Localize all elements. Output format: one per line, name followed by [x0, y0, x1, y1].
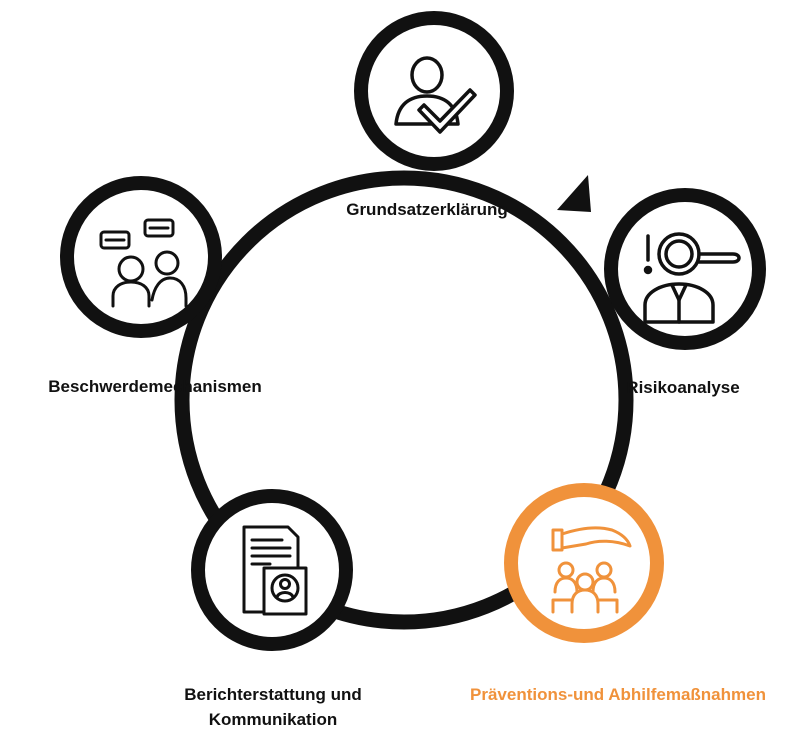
node-grundsatzerklaerung	[354, 11, 514, 171]
people-talking-icon	[99, 218, 188, 308]
label-grundsatzerklaerung: Grundsatzerklärung	[346, 200, 508, 219]
label-risikoanalyse: Risikoanalyse	[626, 378, 740, 397]
node-beschwerdemechanismen	[60, 176, 222, 338]
label-beschwerdemechanismen: Beschwerdemechanismen	[48, 377, 262, 396]
label-berichterstattung-line2: Kommunikation	[208, 710, 338, 729]
node-berichterstattung	[191, 489, 353, 651]
label-praevention: Präventions-und Abhilfemaßnahmen	[470, 685, 766, 704]
protecting-hand-group-icon	[551, 526, 632, 614]
person-checkmark-icon	[394, 56, 477, 134]
label-berichterstattung-line1: Berichterstattung und	[184, 685, 362, 704]
cycle-ring	[174, 170, 634, 630]
magnifier-person-icon	[643, 232, 741, 324]
report-document-icon	[242, 525, 308, 616]
node-risikoanalyse	[604, 188, 766, 350]
cycle-arrow-head	[557, 175, 591, 212]
node-praevention	[504, 483, 664, 643]
